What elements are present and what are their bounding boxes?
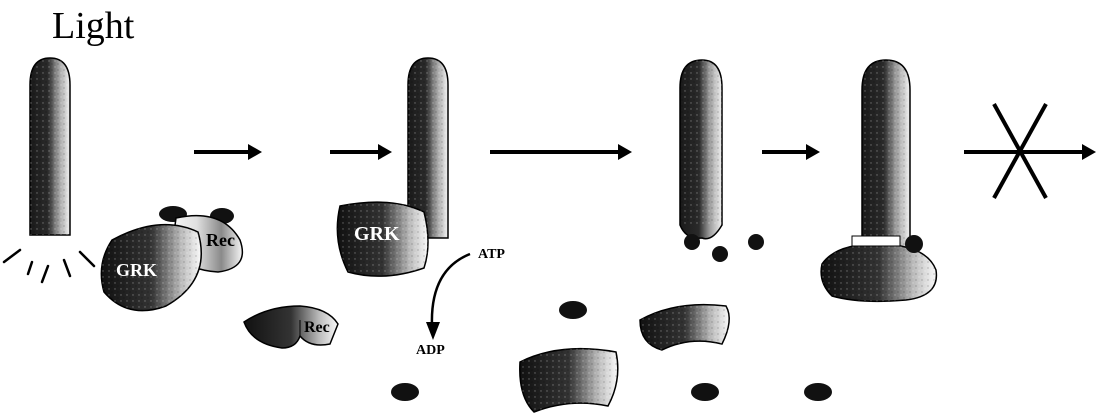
arrow-2: [330, 144, 392, 160]
adp-label: ADP: [416, 343, 445, 358]
rhodopsin-rod-4: [862, 60, 910, 255]
arrow-4: [762, 144, 820, 160]
arrestin-blob-bound: [821, 235, 936, 301]
rec-label-1: Rec: [206, 230, 235, 250]
rhodopsin-rod-3: [680, 60, 722, 239]
rec-blob-free: Rec: [244, 306, 338, 348]
arrestin-blob-free-2: [520, 349, 618, 412]
phosphate-dots-1: [684, 234, 764, 262]
rec-label-2: Rec: [304, 319, 330, 336]
grk-label-2: GRK: [354, 223, 400, 245]
grk-label-1: GRK: [116, 260, 157, 280]
atp-label: ATP: [478, 247, 505, 262]
arrestin-blob-free-1: [640, 305, 729, 350]
grk-blob-2: GRK: [337, 202, 428, 276]
atp-adp-label-group: ATP ADP: [416, 247, 505, 358]
arrow-1: [194, 144, 262, 160]
arrow-3: [490, 144, 632, 160]
blocked-arrow: [964, 104, 1096, 198]
light-rays: [4, 250, 94, 282]
grk-blob-1: GRK: [101, 225, 201, 311]
atp-to-adp-arrow: [432, 254, 470, 326]
rhodopsin-rod-1: [30, 58, 70, 235]
